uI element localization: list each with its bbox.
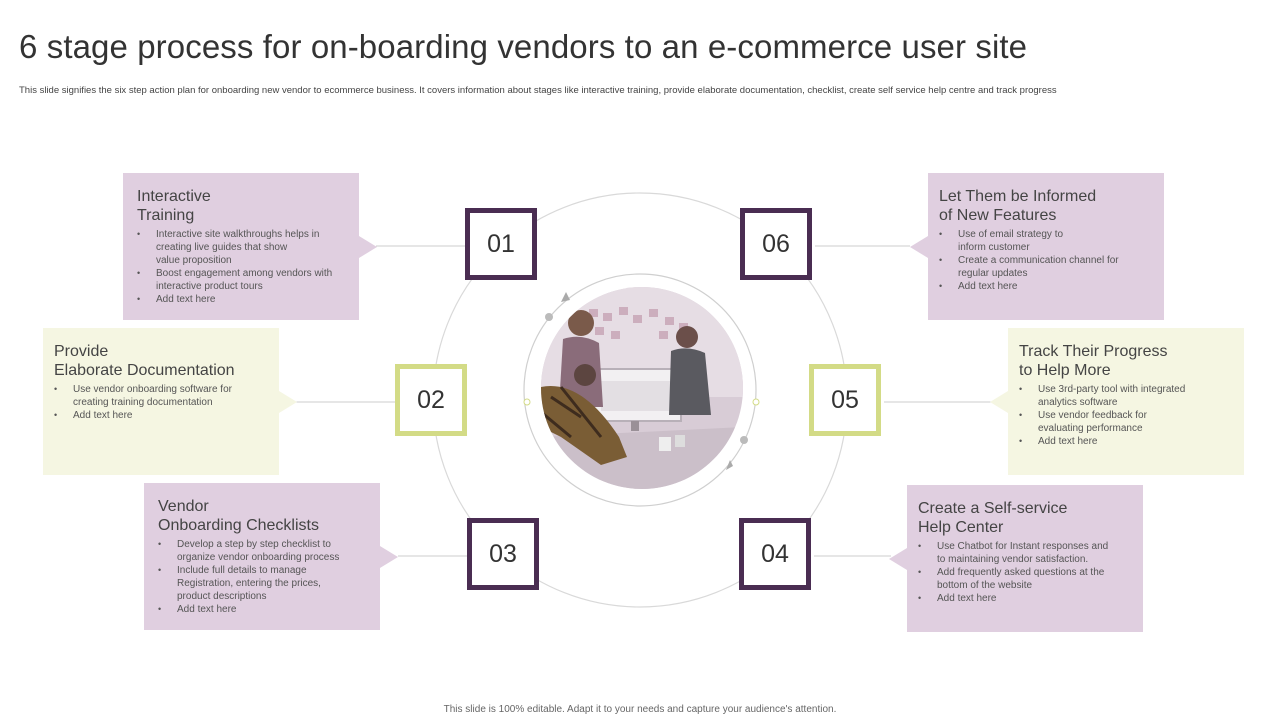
stage-02-title: Provide Elaborate Documentation xyxy=(54,343,235,379)
slide-footer: This slide is 100% editable. Adapt it to… xyxy=(443,704,837,715)
stage-04-bullet: Use Chatbot for Instant responses and to… xyxy=(918,540,1129,566)
stage-05-number: 05 xyxy=(809,364,881,436)
ring-dot-left xyxy=(545,313,553,321)
stage-05-title: Track Their Progress to Help More xyxy=(1019,343,1168,379)
stage-06-bullets: Use of email strategy to inform customer… xyxy=(939,228,1150,293)
stage-05-bullets: Use 3rd-party tool with integrated analy… xyxy=(1019,383,1230,448)
stage-02-number: 02 xyxy=(395,364,467,436)
stage-04-title: Create a Self-service Help Center xyxy=(918,500,1068,536)
stage-01-bullets: Interactive site walkthroughs helps in c… xyxy=(137,228,345,306)
team-meeting-photo xyxy=(541,287,743,489)
stage-02-bullet: Use vendor onboarding software for creat… xyxy=(54,383,265,409)
ring-dot-02 xyxy=(523,398,531,406)
stage-01-number: 01 xyxy=(465,208,537,280)
cycle-arrow-bottom-icon xyxy=(726,460,733,470)
stage-03-bullet: Develop a step by step checklist to orga… xyxy=(158,538,366,564)
stage-03-title: Vendor Onboarding Checklists xyxy=(158,498,319,534)
stage-05-bullet: Use 3rd-party tool with integrated analy… xyxy=(1019,383,1230,409)
stage-01-bullet: Boost engagement among vendors with inte… xyxy=(137,267,345,293)
slide-subtitle: This slide signifies the six step action… xyxy=(19,85,1057,96)
stage-04-number: 04 xyxy=(739,518,811,590)
stage-02-card: Provide Elaborate Documentation Use vend… xyxy=(43,328,297,475)
stage-04-bullet: Add frequently asked questions at the bo… xyxy=(918,566,1129,592)
stage-02-bullet: Add text here xyxy=(54,409,265,422)
stage-03-bullet: Add text here xyxy=(158,603,366,616)
stage-03-card: Vendor Onboarding Checklists Develop a s… xyxy=(144,483,398,630)
stage-04-bullets: Use Chatbot for Instant responses and to… xyxy=(918,540,1129,605)
stage-02-bullets: Use vendor onboarding software for creat… xyxy=(54,383,265,422)
stage-05-card: Track Their Progress to Help More Use 3r… xyxy=(990,328,1244,475)
stage-05-bullet: Use vendor feedback for evaluating perfo… xyxy=(1019,409,1230,435)
ring-dot-right xyxy=(740,436,748,444)
stage-01-title: Interactive Training xyxy=(137,188,211,224)
stage-06-number: 06 xyxy=(740,208,812,280)
slide-title: 6 stage process for on-boarding vendors … xyxy=(19,28,1028,65)
stage-03-number: 03 xyxy=(467,518,539,590)
stage-01-card: Interactive Training Interactive site wa… xyxy=(123,173,377,320)
stage-06-title: Let Them be Informed of New Features xyxy=(939,188,1097,224)
stage-06-bullet: Create a communication channel for regul… xyxy=(939,254,1150,280)
stage-04-bullet: Add text here xyxy=(918,592,1129,605)
stage-05-bullet: Add text here xyxy=(1019,435,1230,448)
stage-01-bullet: Add text here xyxy=(137,293,345,306)
stage-01-bullet: Interactive site walkthroughs helps in c… xyxy=(137,228,345,267)
ring-dot-05 xyxy=(752,398,760,406)
stage-04-card: Create a Self-service Help Center Use Ch… xyxy=(889,485,1143,632)
stage-06-card: Let Them be Informed of New Features Use… xyxy=(910,173,1164,320)
stage-03-bullets: Develop a step by step checklist to orga… xyxy=(158,538,366,616)
stage-06-bullet: Add text here xyxy=(939,280,1150,293)
stage-03-bullet: Include full details to manage Registrat… xyxy=(158,564,366,603)
stage-06-bullet: Use of email strategy to inform customer xyxy=(939,228,1150,254)
cycle-arrow-top-icon xyxy=(561,292,570,302)
